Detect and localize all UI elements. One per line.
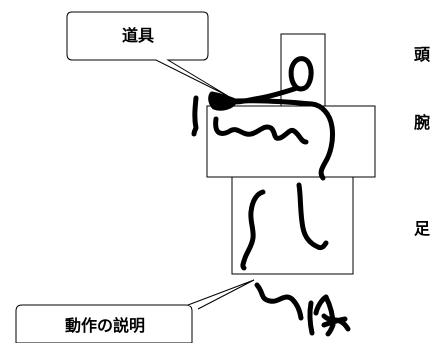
arm-label: 腕 xyxy=(414,113,430,132)
action-callout-pointer xyxy=(187,279,255,310)
head-label: 頭 xyxy=(414,45,431,64)
tool-callout-bubble xyxy=(66,11,229,97)
arm-region-box xyxy=(206,105,376,178)
figure-leg-drawing xyxy=(240,182,329,271)
figure-head-drawing xyxy=(288,56,314,92)
head-region-box xyxy=(280,33,326,107)
action-description-drawing xyxy=(254,282,351,337)
figure-arm-drawing xyxy=(191,85,335,181)
tool-callout: 道具 xyxy=(66,11,229,97)
tool-callout-label: 道具 xyxy=(122,26,154,45)
foot-label: 足 xyxy=(414,219,431,238)
foot-region-box xyxy=(231,176,354,275)
action-callout-bubble xyxy=(15,304,193,343)
action-callout-label: 動作の説明 xyxy=(65,316,145,335)
action-callout: 動作の説明 xyxy=(15,279,255,343)
